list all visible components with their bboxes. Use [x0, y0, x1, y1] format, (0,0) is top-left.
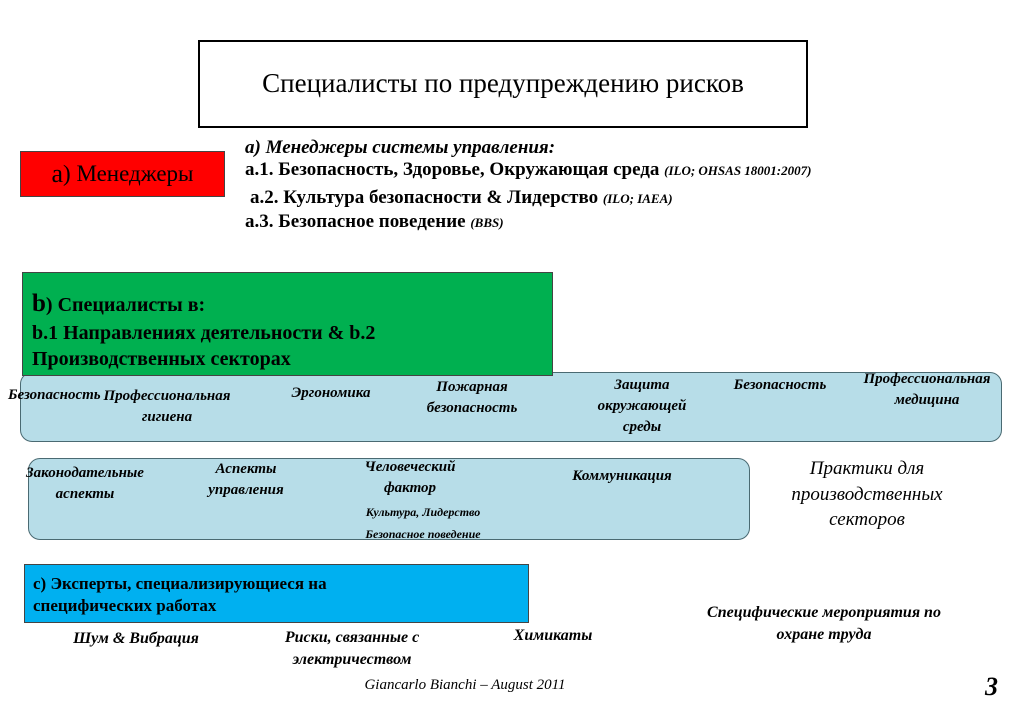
- aspect-safe-behavior: Безопасное поведение: [365, 527, 481, 541]
- aspect-culture-leadership: Культура, Лидерство: [365, 505, 481, 519]
- topic-chemicals: Химикаты: [513, 627, 593, 644]
- managers-list-item-2: a.2. Культура безопасности & Лидерство (…: [245, 187, 885, 209]
- specialists-heading: ) Специалисты в:: [45, 294, 206, 316]
- area-occupational-hygiene: Профессиональная гигиена: [103, 388, 231, 425]
- footer-author: Giancarlo Bianchi – August 2011: [364, 677, 566, 693]
- managers-list-item-1: a.1. Безопасность, Здоровье, Окружающая …: [245, 159, 885, 181]
- aspect-management: Аспекты управления: [208, 461, 284, 498]
- managers-item-2-text: a.2. Культура безопасности & Лидерство: [250, 186, 599, 208]
- area-safety: Безопасность: [8, 387, 101, 403]
- aspect-communication: Коммуникация: [572, 468, 672, 484]
- topic-electrical-risks: Риски, связанные с электричеством: [284, 629, 420, 669]
- experts-line-1: c) Эксперты, специализирующиеся на: [33, 574, 327, 593]
- managers-item-2-ref: (ILO; IAEA): [602, 190, 673, 206]
- managers-list-heading: a) Менеджеры системы управления:: [245, 137, 556, 158]
- managers-list: a) Менеджеры системы управления: a.1. Бе…: [245, 137, 885, 232]
- managers-box: a) Менеджеры: [20, 151, 225, 197]
- area-occupational-medicine: Профессиональная медицина: [863, 371, 991, 408]
- managers-label: ) Менеджеры: [63, 161, 194, 186]
- area-environment-protection: Защита окружающей среды: [597, 377, 687, 435]
- managers-item-1-ref: (ILO; OHSAS 18001:2007): [664, 162, 812, 178]
- specialists-line-2: b.1 Направлениях деятельности & b.2: [32, 322, 376, 344]
- page-title-text: Специалисты по предупреждению рисков: [262, 68, 744, 99]
- page-title: Специалисты по предупреждению рисков: [198, 40, 808, 128]
- specialists-line-3: Производственных секторах: [32, 348, 291, 371]
- area-ergonomics: Эргономика: [291, 385, 371, 401]
- topic-noise-vibration: Шум & Вибрация: [73, 630, 199, 647]
- page-number: 3: [985, 672, 998, 701]
- managers-letter: a: [51, 159, 64, 188]
- aspect-legislative: Законодательные аспекты: [26, 465, 144, 502]
- area-safety-2: Безопасность: [733, 377, 827, 393]
- experts-line-2: специфических работах: [33, 596, 217, 616]
- managers-item-3-text: a.3. Безопасное поведение: [245, 210, 466, 232]
- managers-item-3-ref: (BBS): [470, 214, 504, 230]
- area-fire-safety: Пожарная безопасность: [426, 379, 518, 416]
- managers-list-item-3: a.3. Безопасное поведение (BBS): [245, 211, 885, 233]
- experts-box: c) Эксперты, специализирующиеся на специ…: [24, 564, 529, 623]
- managers-item-1-text: a.1. Безопасность, Здоровье, Окружающая …: [245, 158, 660, 180]
- specialists-line-1: b) Специалисты в:: [32, 287, 552, 320]
- sector-practices: Практики для производственных секторов: [791, 458, 943, 531]
- specialists-letter: b: [32, 290, 46, 317]
- sector-aspects-band: [28, 458, 750, 540]
- specialists-box: b) Специалисты в: b.1 Направлениях деяте…: [22, 272, 553, 376]
- aspect-human-factor: Человеческий фактор: [364, 459, 456, 496]
- topic-specific-measures: Специфические мероприятия по охране труд…: [707, 604, 941, 644]
